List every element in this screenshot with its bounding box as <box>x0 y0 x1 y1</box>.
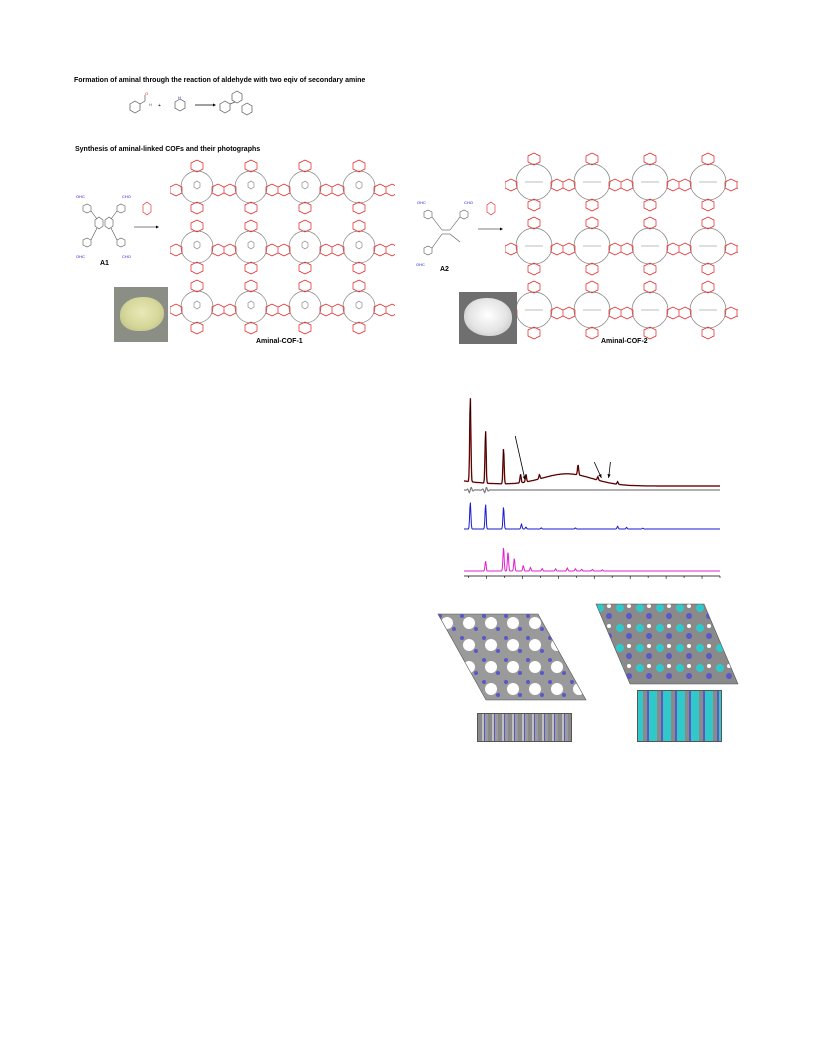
a1-cho-top-left: OHC <box>76 194 85 199</box>
cof-2-structure-top-view <box>594 602 740 686</box>
aminal-cof-1-label: Aminal-COF-1 <box>256 338 303 345</box>
monomer-a1-structure: OHC CHO OHC CHO <box>73 192 135 262</box>
a1-cho-bottom-right: CHO <box>122 254 131 259</box>
a2-cho-bottom-left: OHC <box>416 262 425 267</box>
monomer-a2-structure: OHC CHO OHC <box>412 198 482 270</box>
cof-2-structure-side-view <box>637 690 722 742</box>
a1-cho-bottom-left: OHC <box>76 254 85 259</box>
cof-1-structure-side-view <box>477 713 572 742</box>
a2-cho-top-left: OHC <box>417 200 426 205</box>
reaction-arrow-1 <box>134 200 160 232</box>
aminal-cof-2-label: Aminal-COF-2 <box>601 338 648 345</box>
aminal-cof-2-framework <box>505 150 738 340</box>
pxrd-simulated-1-line <box>464 502 720 530</box>
aminal-cof-1-photo <box>114 287 168 342</box>
pxrd-plot <box>463 398 721 579</box>
cof-1-powder <box>120 297 164 331</box>
peak-arrow-2-head <box>598 474 602 478</box>
pxrd-simulated-2-line <box>464 547 720 572</box>
peak-arrow-3-head <box>607 474 611 478</box>
reaction-heading: Formation of aminal through the reaction… <box>74 77 366 84</box>
monomer-a1-label: A1 <box>100 260 109 267</box>
a1-cho-top-right: CHO <box>122 194 131 199</box>
peak-arrow-1 <box>514 435 526 481</box>
pxrd-difference-line <box>464 486 720 494</box>
svg-text:H: H <box>149 102 152 107</box>
synthesis-heading: Synthesis of aminal-linked COFs and thei… <box>75 146 261 153</box>
pxrd-chart <box>458 390 728 582</box>
svg-text:+: + <box>158 103 161 109</box>
svg-text:O: O <box>145 91 148 96</box>
svg-text:H: H <box>178 95 181 100</box>
aminal-reaction-scheme: O H + H <box>120 86 290 122</box>
cof-1-structure-top-view <box>436 612 588 702</box>
cof-2-powder <box>464 298 512 336</box>
aminal-cof-2-photo <box>459 292 517 344</box>
aminal-cof-1-framework <box>170 157 395 335</box>
reaction-arrow-2 <box>478 200 504 234</box>
peak-arrow-1-head <box>522 476 526 480</box>
monomer-a2-label: A2 <box>440 266 449 273</box>
a2-cho-top-right: CHO <box>464 200 473 205</box>
pxrd-experimental-line <box>463 398 720 487</box>
